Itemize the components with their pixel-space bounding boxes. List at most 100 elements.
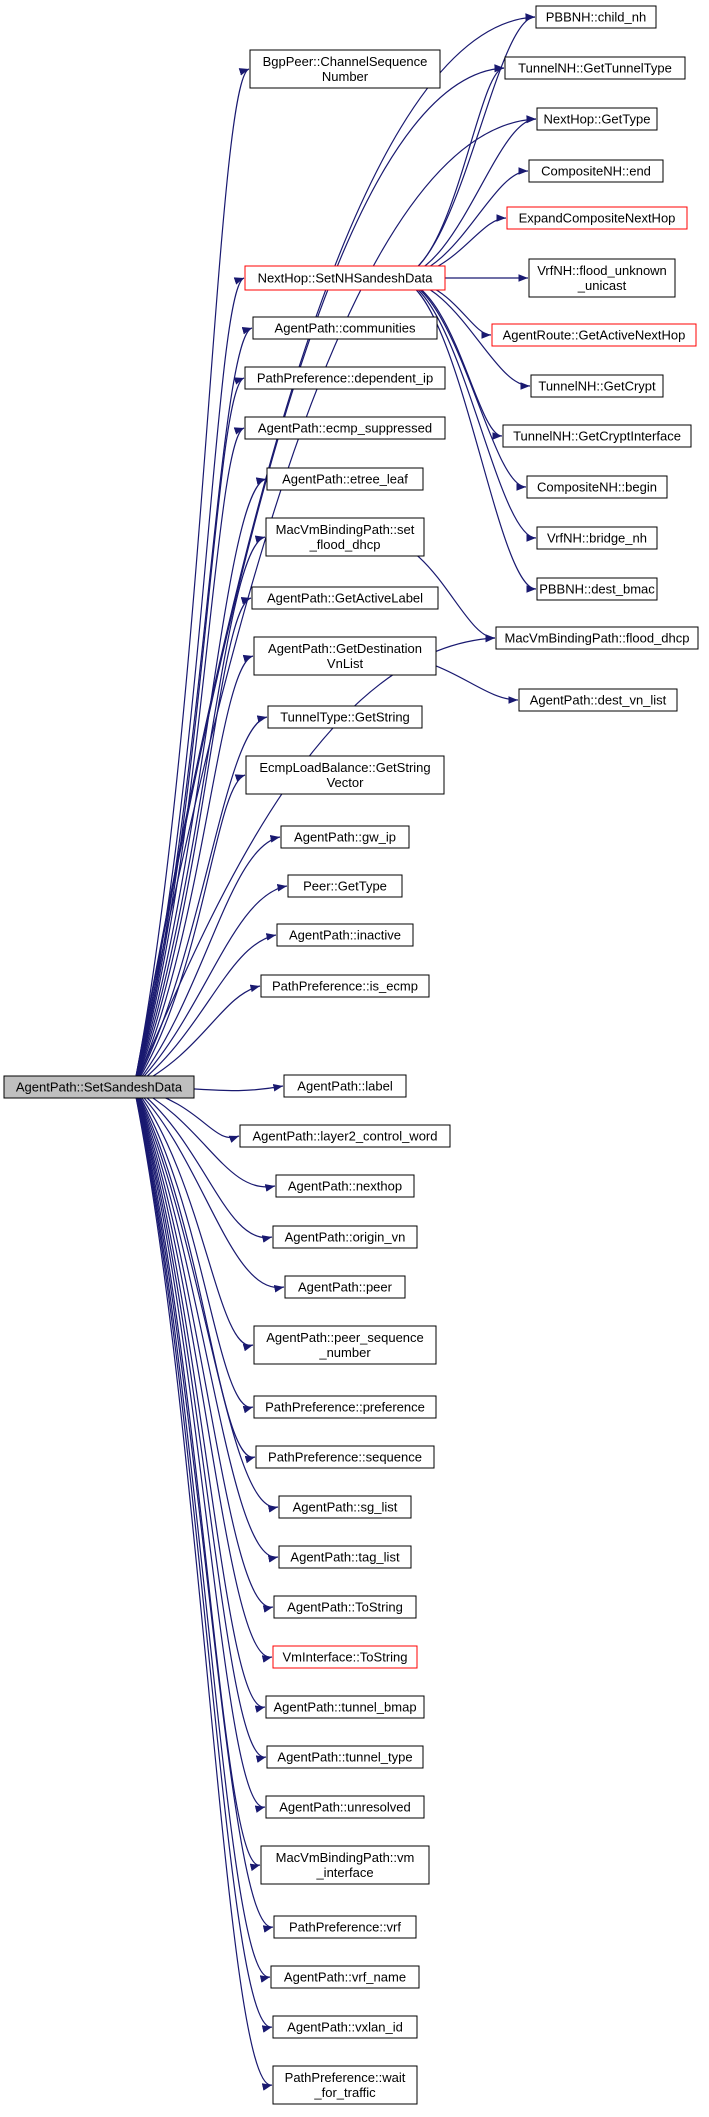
node-pref-label-0: PathPreference::preference (265, 1400, 425, 1415)
edge-root-to-peer (133, 1086, 285, 1293)
node-ecmpsup[interactable]: AgentPath::ecmp_suppressed (244, 416, 446, 440)
node-root[interactable]: AgentPath::SetSandeshData (3, 1075, 195, 1099)
node-sglist[interactable]: AgentPath::sg_list (278, 1495, 412, 1519)
edge-root-to-gettunneltype (133, 64, 505, 1088)
edge-root-to-ecmpsup (133, 427, 245, 1088)
node-cnhend-label-0: CompositeNH::end (541, 164, 651, 179)
node-nh-label-0: NextHop::SetNHSandeshData (258, 271, 434, 286)
node-peerseq[interactable]: AgentPath::peer_sequence_number (253, 1325, 437, 1365)
node-isecmp-label-0: PathPreference::is_ecmp (272, 979, 418, 994)
node-vmitostr[interactable]: VmInterface::ToString (272, 1645, 418, 1669)
node-gettunneltype-label-0: TunnelNH::GetTunnelType (518, 61, 672, 76)
node-destbmac[interactable]: PBBNH::dest_bmac (536, 577, 658, 601)
node-activelabel[interactable]: AgentPath::GetActiveLabel (251, 586, 439, 610)
node-vrf[interactable]: PathPreference::vrf (273, 1915, 417, 1939)
node-bridgenh[interactable]: VrfNH::bridge_nh (536, 526, 658, 550)
edge-root-to-tbmap (133, 1086, 266, 1713)
node-tbmap-label-0: AgentPath::tunnel_bmap (273, 1700, 416, 1715)
node-cnhend[interactable]: CompositeNH::end (528, 159, 664, 183)
node-comm-label-0: AgentPath::communities (275, 321, 416, 336)
node-unresolved-label-0: AgentPath::unresolved (279, 1800, 411, 1815)
node-gettunneltype[interactable]: TunnelNH::GetTunnelType (504, 56, 686, 80)
node-flood-label-1: _unicast (577, 278, 627, 293)
node-unresolved[interactable]: AgentPath::unresolved (265, 1795, 425, 1819)
edge-nh-to-bridgenh (394, 277, 537, 542)
node-destvnlist[interactable]: AgentPath::dest_vn_list (518, 688, 678, 712)
node-activenh[interactable]: AgentRoute::GetActiveNextHop (491, 323, 697, 347)
node-tbmap[interactable]: AgentPath::tunnel_bmap (265, 1695, 425, 1719)
node-depip[interactable]: PathPreference::dependent_ip (244, 366, 446, 390)
node-ttype[interactable]: AgentPath::tunnel_type (266, 1745, 424, 1769)
edge-root-to-sglist (133, 1086, 279, 1513)
node-destvnlist-label-0: AgentPath::dest_vn_list (530, 693, 667, 708)
node-cnhbegin[interactable]: CompositeNH::begin (526, 475, 668, 499)
edge-root-to-ttype (133, 1086, 267, 1763)
node-vrfname[interactable]: AgentPath::vrf_name (270, 1965, 420, 1989)
node-etree[interactable]: AgentPath::etree_leaf (266, 467, 424, 491)
node-vmitostr-label-0: VmInterface::ToString (283, 1650, 408, 1665)
node-pref[interactable]: PathPreference::preference (253, 1395, 437, 1419)
node-taglist[interactable]: AgentPath::tag_list (278, 1545, 412, 1569)
node-peertype[interactable]: Peer::GetType (287, 874, 403, 898)
edge-root-to-childnh (133, 13, 536, 1088)
node-vxlan-label-0: AgentPath::vxlan_id (287, 2020, 403, 2035)
node-wait[interactable]: PathPreference::wait_for_traffic (272, 2065, 418, 2105)
node-macvmi-label-1: _interface (315, 1865, 373, 1880)
node-vxlan[interactable]: AgentPath::vxlan_id (272, 2015, 418, 2039)
node-nh[interactable]: NextHop::SetNHSandeshData (244, 265, 446, 291)
node-tostring[interactable]: AgentPath::ToString (273, 1595, 417, 1619)
node-depip-label-0: PathPreference::dependent_ip (257, 371, 433, 386)
node-peertype-label-0: Peer::GetType (303, 879, 387, 894)
node-childnh[interactable]: PBBNH::child_nh (535, 5, 657, 29)
node-activelabel-label-0: AgentPath::GetActiveLabel (267, 591, 423, 606)
node-wait-label-0: PathPreference::wait (285, 2070, 406, 2085)
node-mac-label-1: _flood_dhcp (309, 537, 381, 552)
edge-root-to-comm (133, 327, 253, 1088)
node-mac[interactable]: MacVmBindingPath::set_flood_dhcp (265, 517, 425, 557)
nodes: AgentPath::SetSandeshData NextHop::SetNHS… (3, 5, 699, 2105)
node-getcryptif[interactable]: TunnelNH::GetCryptInterface (502, 424, 692, 448)
node-flood[interactable]: VrfNH::flood_unknown_unicast (528, 258, 676, 298)
node-inactive[interactable]: AgentPath::inactive (276, 923, 414, 947)
node-nhgettype[interactable]: NextHop::GetType (536, 107, 658, 131)
node-nexthop[interactable]: AgentPath::nexthop (275, 1174, 415, 1198)
node-isecmp[interactable]: PathPreference::is_ecmp (260, 974, 430, 998)
node-l2cw[interactable]: AgentPath::layer2_control_word (239, 1124, 451, 1148)
node-ttstr-label-0: TunnelType::GetString (280, 710, 410, 725)
node-peer[interactable]: AgentPath::peer (284, 1275, 406, 1299)
node-peerseq-label-0: AgentPath::peer_sequence (266, 1330, 424, 1345)
node-flooddhcp[interactable]: MacVmBindingPath::flood_dhcp (495, 626, 699, 650)
node-getcrypt[interactable]: TunnelNH::GetCrypt (530, 374, 664, 398)
node-dest-label-1: VnList (327, 656, 364, 671)
node-seq[interactable]: PathPreference::sequence (255, 1445, 435, 1469)
node-vrfname-label-0: AgentPath::vrf_name (284, 1970, 406, 1985)
node-comm[interactable]: AgentPath::communities (252, 316, 438, 340)
node-ecmplb-label-1: Vector (327, 775, 365, 790)
node-ttstr[interactable]: TunnelType::GetString (267, 705, 423, 729)
edge-root-to-vrfname (133, 1086, 271, 1983)
node-dest-label-0: AgentPath::GetDestination (268, 641, 422, 656)
edge-root-to-vmitostr (133, 1086, 273, 1663)
edge-root-to-dest (133, 654, 254, 1088)
node-label[interactable]: AgentPath::label (283, 1074, 407, 1098)
node-originvn[interactable]: AgentPath::origin_vn (272, 1225, 418, 1249)
node-expand[interactable]: ExpandCompositeNextHop (506, 206, 688, 230)
edge-nh-to-getcryptif (394, 277, 503, 440)
node-originvn-label-0: AgentPath::origin_vn (285, 1230, 406, 1245)
node-vrf-label-0: PathPreference::vrf (289, 1920, 401, 1935)
edge-root-to-originvn (133, 1086, 273, 1243)
node-sglist-label-0: AgentPath::sg_list (293, 1500, 398, 1515)
node-expand-label-0: ExpandCompositeNextHop (519, 211, 676, 226)
node-wait-label-1: _for_traffic (313, 2085, 376, 2100)
node-gwip[interactable]: AgentPath::gw_ip (280, 825, 410, 849)
edge-root-to-wait (133, 1086, 273, 2091)
edge-root-to-peerseq (133, 1086, 254, 1352)
edge-root-to-inactive (133, 933, 277, 1088)
edge-root-to-pref (133, 1086, 254, 1414)
node-macvmi[interactable]: MacVmBindingPath::vm_interface (260, 1845, 430, 1885)
node-bgp-label-0: BgpPeer::ChannelSequence (263, 54, 428, 69)
